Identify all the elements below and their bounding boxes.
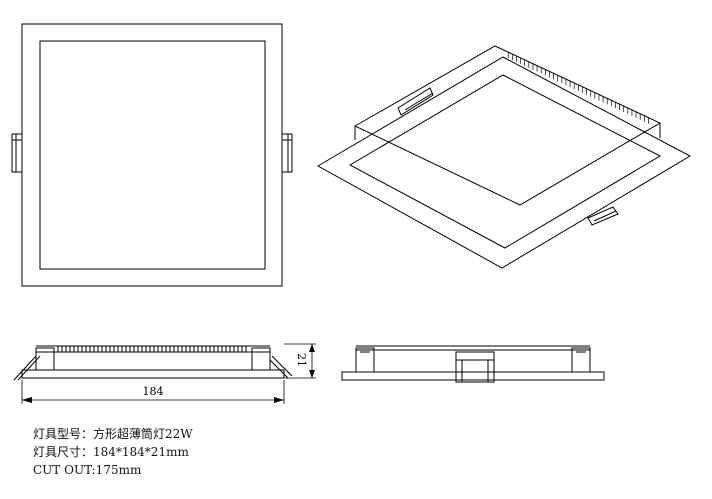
side-view: 184 21 <box>13 343 316 404</box>
side-view-spring-left <box>13 355 37 381</box>
spec-cutout: CUT OUT:175mm <box>33 463 142 477</box>
side-view-flange <box>21 369 285 379</box>
front-view <box>11 23 293 287</box>
side-view-2-spring-clip <box>455 351 495 383</box>
height-dimension-label: 21 <box>295 353 308 367</box>
side-view-clip-left <box>35 347 55 371</box>
side-view-heatsink-fins <box>57 346 247 352</box>
iso-spring-clip-top <box>397 87 434 116</box>
width-dimension <box>21 380 285 404</box>
spec-model: 灯具型号：方形超薄筒灯22W <box>33 427 193 441</box>
iso-heatsink-fins <box>507 52 649 124</box>
height-dimension <box>284 343 316 379</box>
front-view-outer-frame <box>21 23 283 287</box>
iso-inner-panel <box>348 74 662 249</box>
side-view-housing-body <box>35 351 271 371</box>
isometric-view <box>316 45 692 269</box>
side-view-clip-right <box>251 347 271 371</box>
front-view-right-clip <box>281 133 293 173</box>
side-view-spring-right <box>271 355 293 377</box>
front-view-inner-panel <box>39 40 266 270</box>
side-view-2-flange <box>341 371 605 381</box>
width-dimension-label: 184 <box>143 385 164 398</box>
spec-size: 灯具尺寸：184*184*21mm <box>33 445 189 459</box>
iso-spring-clip-right <box>587 206 619 226</box>
side-view-2-housing-body <box>355 349 591 373</box>
iso-back-housing <box>353 45 662 206</box>
iso-front-frame <box>316 56 692 269</box>
front-view-left-clip <box>11 133 23 173</box>
side-view-rotated <box>341 345 605 383</box>
